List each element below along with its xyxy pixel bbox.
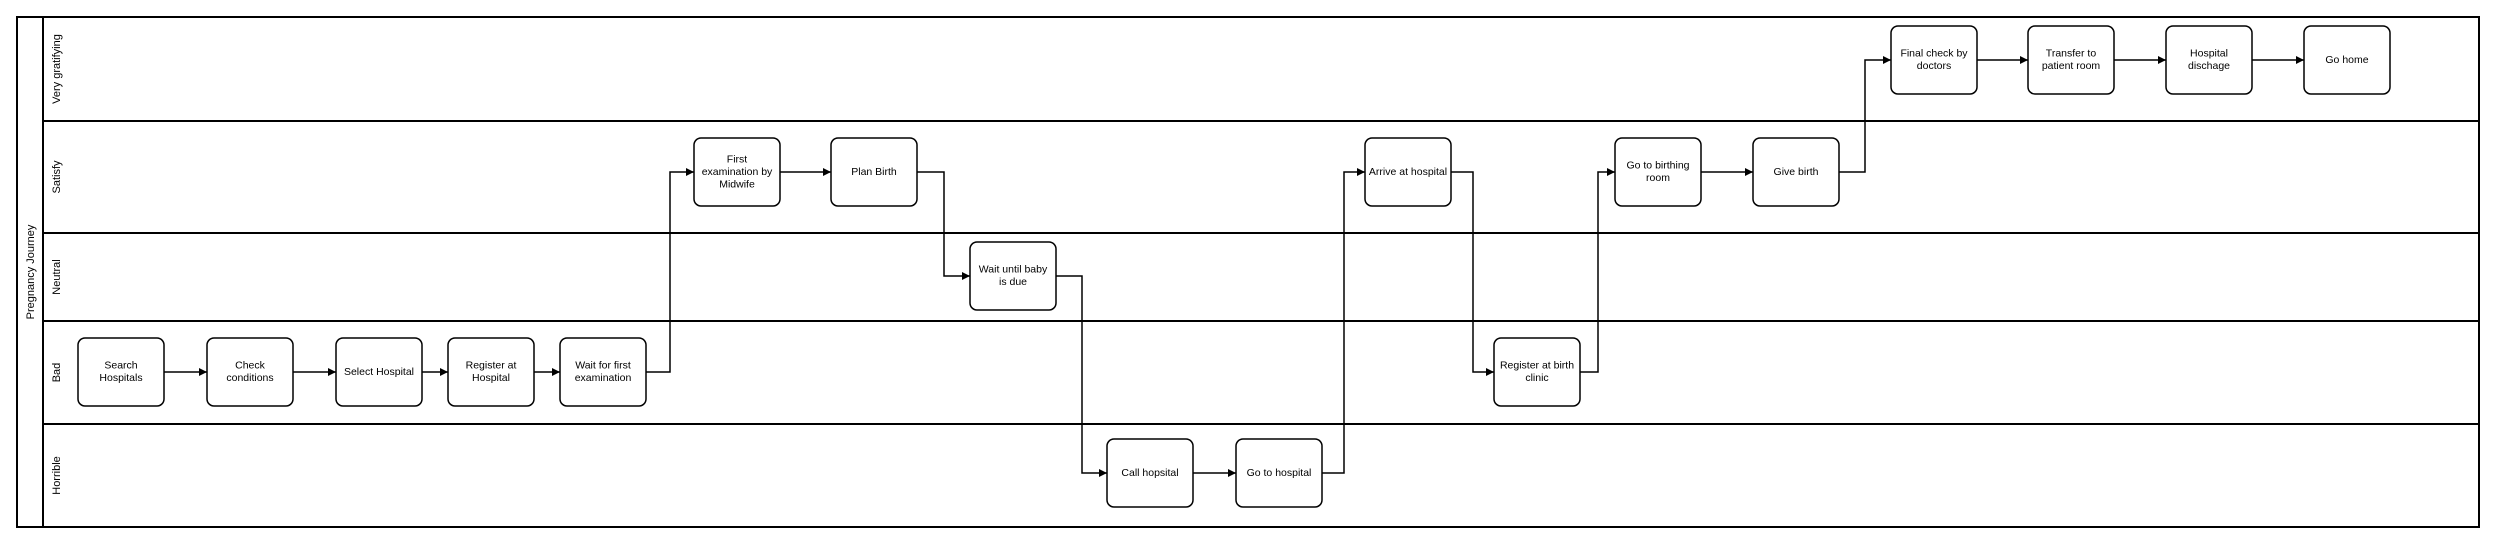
step-label: Transfer to — [2046, 48, 2097, 60]
lane-frame — [42, 232, 2480, 322]
step-give-birth: Give birth — [1752, 137, 1840, 207]
step-box — [830, 137, 918, 207]
connector-give-birth-to-final-check-by-doctors — [1839, 56, 1891, 173]
step-label: First — [727, 153, 747, 165]
connector-go-to-hospital-to-arrive-at-hospital — [1322, 168, 1365, 474]
step-box — [1614, 137, 1702, 207]
connector-wait-until-baby-is-due-to-call-hospital — [1056, 275, 1107, 477]
step-box — [559, 337, 647, 407]
step-box — [693, 137, 781, 207]
lane-label: Bad — [51, 363, 63, 383]
connector-register-at-birth-clinic-to-go-to-birthing-room — [1580, 168, 1615, 373]
step-label: Register at — [466, 360, 517, 372]
step-label: Wait until baby — [979, 264, 1048, 276]
step-box — [77, 337, 165, 407]
step-go-to-hospital: Go to hospital — [1235, 438, 1323, 508]
step-label: Plan Birth — [851, 166, 897, 178]
step-label: Check — [235, 360, 266, 372]
step-label: dischage — [2188, 60, 2230, 72]
step-label: Wait for first — [575, 360, 631, 372]
step-label: Go home — [2325, 54, 2368, 66]
step-label: Midwife — [719, 178, 755, 190]
lane-neutral: Neutral — [42, 232, 2480, 322]
connectors — [164, 56, 2304, 477]
step-box — [2303, 25, 2391, 95]
step-label: examination — [575, 372, 632, 384]
step-box — [2027, 25, 2115, 95]
step-label: Go to hospital — [1247, 467, 1312, 479]
step-plan-birth: Plan Birth — [830, 137, 918, 207]
step-box — [206, 337, 294, 407]
pool-title: Pregnancy Journey — [25, 224, 37, 319]
step-label: Arrive at hospital — [1369, 166, 1447, 178]
step-label: Go to birthing — [1626, 160, 1689, 172]
step-label: is due — [999, 276, 1027, 288]
step-label: conditions — [226, 372, 273, 384]
connector-arrive-at-hospital-to-register-at-birth-clinic — [1451, 171, 1494, 376]
connector-plan-birth-to-wait-until-baby-is-due — [917, 171, 970, 280]
lane-label: Very gratifying — [51, 34, 63, 104]
step-label: Search — [104, 360, 137, 372]
step-box — [1106, 438, 1194, 508]
step-box — [2165, 25, 2253, 95]
step-arrive-at-hospital: Arrive at hospital — [1364, 137, 1452, 207]
lane-label: Neutral — [51, 259, 63, 294]
step-box — [1364, 137, 1452, 207]
step-label: Register at birth — [1500, 360, 1574, 372]
step-label: patient room — [2042, 60, 2101, 72]
step-label: doctors — [1917, 60, 1951, 72]
step-box — [447, 337, 535, 407]
step-label: Select Hospital — [344, 366, 414, 378]
step-label: examination by — [702, 166, 773, 178]
step-box — [1890, 25, 1978, 95]
lane-satisfy: Satisfy — [42, 120, 2480, 234]
step-box — [335, 337, 423, 407]
step-box — [1493, 337, 1581, 407]
lane-label: Satisfy — [51, 160, 63, 194]
lane-frame — [42, 423, 2480, 528]
lane-label: Horrible — [51, 456, 63, 495]
step-label: Final check by — [1900, 48, 1968, 60]
connector-wait-for-first-examination-to-first-examination-by-midwife — [646, 168, 694, 373]
step-box — [969, 241, 1057, 311]
step-label: Hospital — [2190, 48, 2228, 60]
step-label: Hospitals — [99, 372, 142, 384]
step-select-hospital: Select Hospital — [335, 337, 423, 407]
lane-horrible: Horrible — [42, 423, 2480, 528]
lane-frame — [42, 120, 2480, 234]
step-box — [1235, 438, 1323, 508]
step-box — [1752, 137, 1840, 207]
step-label: Call hopsital — [1121, 467, 1178, 479]
step-label: Give birth — [1774, 166, 1819, 178]
step-call-hospital: Call hopsital — [1106, 438, 1194, 508]
step-label: clinic — [1525, 372, 1548, 384]
step-label: room — [1646, 172, 1670, 184]
step-go-home: Go home — [2303, 25, 2391, 95]
step-label: Hospital — [472, 372, 510, 384]
